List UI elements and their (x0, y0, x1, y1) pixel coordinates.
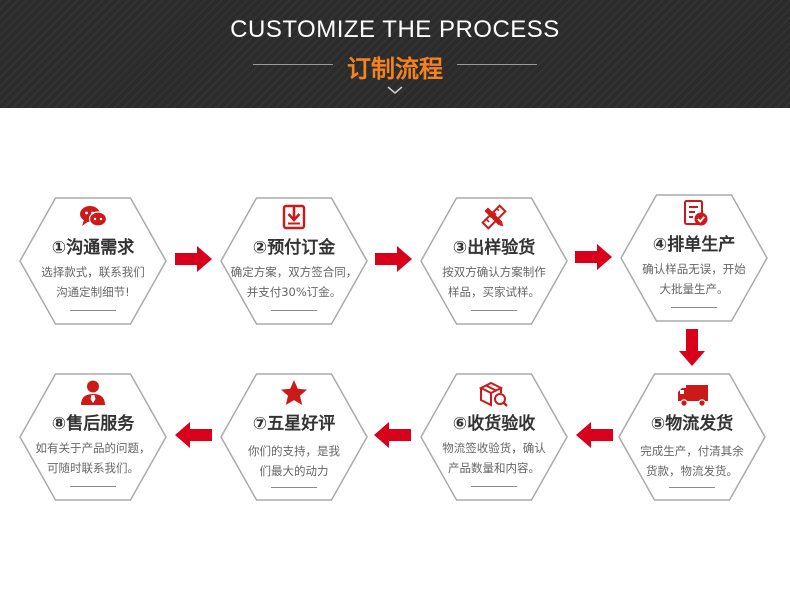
truck-icon (678, 385, 708, 407)
hexagon-step-1 (19, 197, 167, 325)
step-6-underline (471, 486, 517, 487)
step-5-description: 完成生产，付清其余 货款，物流发货。 (640, 444, 744, 478)
arrow-down-icon (679, 329, 705, 366)
arrow-right-icon (175, 246, 212, 272)
arrow-right-icon (575, 244, 612, 270)
step-1-description: 选择款式，联系我们 沟通定制细节! (41, 265, 145, 299)
hexagon-step-4 (620, 194, 768, 322)
step-2-underline (271, 310, 317, 311)
step-4-title: ④排单生产 (652, 235, 736, 255)
arrow-right-icon (375, 246, 412, 272)
step-1-title: ①沟通需求 (51, 238, 135, 258)
step-4-description: 确认样品无误，开始 大批量生产。 (642, 262, 746, 296)
hexagon-step-7 (220, 373, 368, 501)
hexagon-step-5 (618, 373, 766, 501)
hexagon-step-3 (420, 197, 568, 325)
step-8-description: 如有关于产品的问题， 可随时联系我们。 (35, 441, 151, 475)
hexagon-step-2 (220, 197, 368, 325)
hexagon-step-8 (19, 373, 167, 501)
header-divider-right (457, 64, 537, 65)
header-banner: CUSTOMIZE THE PROCESS 订制流程 (0, 0, 790, 108)
arrow-left-icon (175, 422, 212, 448)
chevron-down-icon (387, 86, 403, 94)
step-6-description: 物流签收验货，确认 产品数量和内容。 (442, 441, 546, 475)
step-2-description: 确定方案，双方签合同， 并支付30%订金。 (230, 265, 358, 299)
box-search-icon (478, 381, 508, 407)
download-box-icon (282, 204, 306, 230)
step-5-underline (669, 487, 715, 488)
arrow-left-icon (374, 422, 411, 448)
step-6-title: ⑥收货验收 (452, 414, 536, 434)
header-title-en: CUSTOMIZE THE PROCESS (230, 16, 560, 43)
step-3-title: ③出样验货 (452, 238, 536, 258)
star-icon (281, 380, 307, 405)
step-2-title: ②预付订金 (252, 238, 336, 258)
step-8-underline (70, 486, 116, 487)
arrow-left-icon (576, 422, 613, 448)
checklist-icon (684, 200, 708, 226)
step-7-description: 你们的支持，是我 们最大的动力 (248, 444, 340, 478)
chat-bubbles-icon (80, 206, 108, 227)
step-3-underline (471, 310, 517, 311)
step-8-title: ⑧售后服务 (51, 414, 135, 434)
step-3-description: 按双方确认方案制作 样品，买家试样。 (442, 265, 546, 299)
step-7-underline (271, 487, 317, 488)
step-7-title: ⑦五星好评 (252, 414, 336, 434)
step-5-title: ⑤物流发货 (650, 414, 734, 434)
hexagon-step-6 (420, 373, 568, 501)
step-4-underline (671, 307, 717, 308)
header-title-cn: 订制流程 (347, 55, 443, 83)
header-divider-left (253, 64, 333, 65)
user-icon (81, 380, 105, 405)
ruler-pencil-icon (481, 204, 507, 230)
step-1-underline (70, 310, 116, 311)
